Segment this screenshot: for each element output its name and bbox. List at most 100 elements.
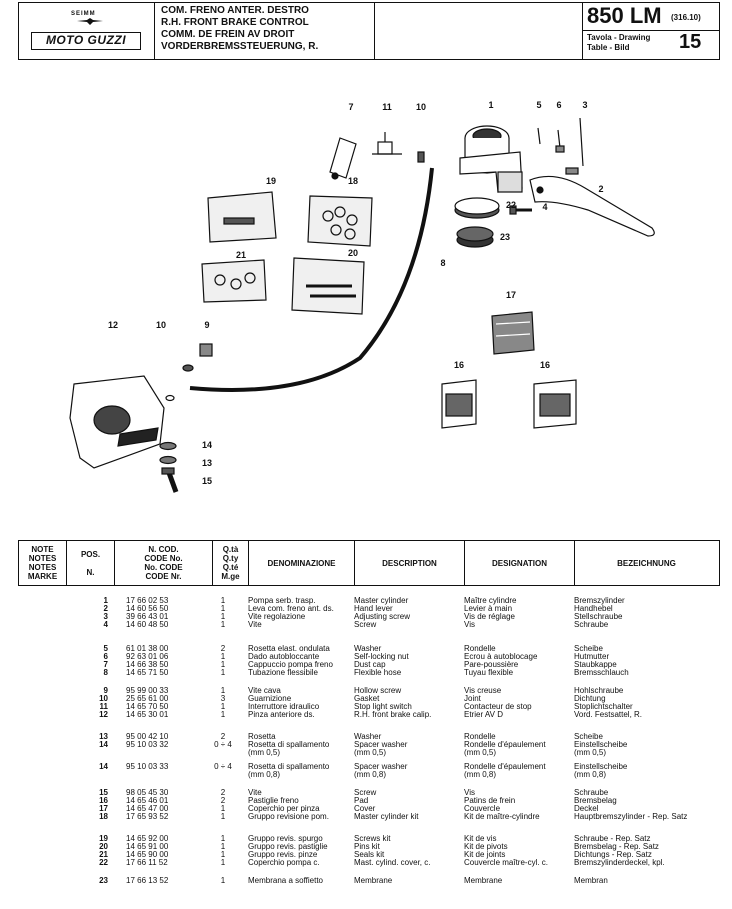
cell-de: Handhebel <box>574 604 613 613</box>
cell-en: Master cylinder <box>354 596 409 605</box>
cell-code: 39 66 43 01 <box>126 612 169 621</box>
cell-pos: 4 <box>103 620 108 629</box>
cell-it: Gruppo revis. pastiglie <box>248 842 328 851</box>
callout-label: 3 <box>582 100 588 110</box>
cell-en: Pad <box>354 796 369 805</box>
drawing-number: 15 <box>679 31 702 53</box>
cell-qty: 2 <box>220 788 226 797</box>
washers-and-screw-part <box>159 441 179 493</box>
callout-label: 16 <box>539 360 550 370</box>
cell-fr: Levier à main <box>464 604 513 613</box>
cell-code: 14 60 48 50 <box>126 620 169 629</box>
brake-caliper-part <box>69 375 165 469</box>
cell-qty: 0 ÷ 4 <box>214 762 232 771</box>
cell-fr: Vis creuse <box>464 686 502 695</box>
callout-label: 18 <box>347 176 358 186</box>
small-screws-part <box>537 117 584 175</box>
cell-code: 17 66 13 52 <box>126 876 169 885</box>
cell-en: Spacer washer <box>354 762 408 771</box>
cell-code: 92 63 01 06 <box>126 652 169 661</box>
cell-qty: 2 <box>220 732 226 741</box>
cell-it: Pinza anteriore ds. <box>248 710 315 719</box>
moto-guzzi-logo: MOTO GUZZI <box>31 32 141 50</box>
header-german: BEZEICHNUNG <box>617 558 676 568</box>
callout-label: 2 <box>598 184 604 194</box>
cell-pos: 12 <box>99 710 108 719</box>
title-cell: COM. FRENO ANTER. DESTRO R.H. FRONT BRAK… <box>155 3 375 59</box>
cell-fr: Pare-poussière <box>464 660 519 669</box>
cell-en: Master cylinder kit <box>354 812 419 821</box>
drawing-label: Tavola - Drawing Table - Bild <box>587 33 650 53</box>
cell-pos: 17 <box>99 804 108 813</box>
brake-pads-part <box>441 379 577 429</box>
cell-qty: 1 <box>220 710 226 719</box>
cell-fr: Rondelle <box>464 644 496 653</box>
cell-it: Coperchio per pinza <box>248 804 320 813</box>
callout-label: 4 <box>542 202 548 212</box>
cell-code: 14 60 56 50 <box>126 604 169 613</box>
cell-qty: 1 <box>220 612 226 621</box>
cell-it: Gruppo revis. spurgo <box>248 834 323 843</box>
caliper-cover-part <box>491 311 535 355</box>
cell-code: 14 66 38 50 <box>126 660 169 669</box>
cell-de: Hohlschraube <box>574 686 624 695</box>
cell-qty: 2 <box>220 796 226 805</box>
title-line-de: VORDERBREMSSTEUERUNG, R. <box>161 41 319 52</box>
callout-label: 23 <box>499 232 510 242</box>
cell-qty: 3 <box>220 694 226 703</box>
cell-en: Washer <box>354 644 382 653</box>
cell-qty: 1 <box>220 850 226 859</box>
cell-it: Coperchio pompa c. <box>248 858 320 867</box>
cell-it: Rosetta di spallamento <box>248 740 330 749</box>
cell-qty: 1 <box>220 660 226 669</box>
model-code: (316.10) <box>671 13 701 22</box>
cell-fr: Tuyau flexible <box>464 668 514 677</box>
cell-en: Cover <box>354 804 376 813</box>
cell-de: Schraube <box>574 620 609 629</box>
callout-label: 15 <box>201 476 212 486</box>
cell-pos: 7 <box>103 660 108 669</box>
cell-it: Interruttore idraulico <box>248 702 320 711</box>
callout-label: 1 <box>488 100 494 110</box>
cell-fr: Maître cylindre <box>464 596 517 605</box>
cell-de: (mm 0,8) <box>574 770 606 779</box>
cell-pos: 9 <box>103 686 108 695</box>
model-cell: 850 LM (316.10) Tavola - Drawing Table -… <box>583 3 719 59</box>
cell-fr: Rondelle <box>464 732 496 741</box>
callout-label: 22 <box>505 200 516 210</box>
cell-code: 14 65 30 01 <box>126 710 169 719</box>
cell-code: 95 10 03 32 <box>126 740 169 749</box>
diagram-drawing <box>69 117 655 493</box>
seals-kit-bag <box>201 259 267 303</box>
drawing-label-2: Table - Bild <box>587 43 630 52</box>
cell-de: Stellschraube <box>574 612 623 621</box>
title-line-en: R.H. FRONT BRAKE CONTROL <box>161 17 309 28</box>
callout-label: 17 <box>505 290 516 300</box>
cell-de: Scheibe <box>574 644 603 653</box>
cell-fr: (mm 0,5) <box>464 748 496 757</box>
callout-label: 11 <box>382 102 392 112</box>
cell-code: 17 65 93 52 <box>126 812 169 821</box>
logo-cell: SEIMM MOTO GUZZI <box>19 3 155 59</box>
callout-label: 21 <box>235 250 246 260</box>
cell-it: Vite cava <box>248 686 281 695</box>
cell-fr: Vis <box>464 788 475 797</box>
cell-qty: 1 <box>220 604 226 613</box>
parts-table-header: NOTE NOTES NOTES MARKE POS. N. N. COD. C… <box>18 540 720 586</box>
cell-pos: 21 <box>99 850 108 859</box>
cell-fr: Vis de réglage <box>464 612 515 621</box>
cell-en: Screw <box>354 788 377 797</box>
cell-qty: 1 <box>220 812 226 821</box>
cell-it: (mm 0,8) <box>248 770 280 779</box>
cell-code: 95 99 00 33 <box>126 686 169 695</box>
screw-4-part <box>509 205 532 215</box>
